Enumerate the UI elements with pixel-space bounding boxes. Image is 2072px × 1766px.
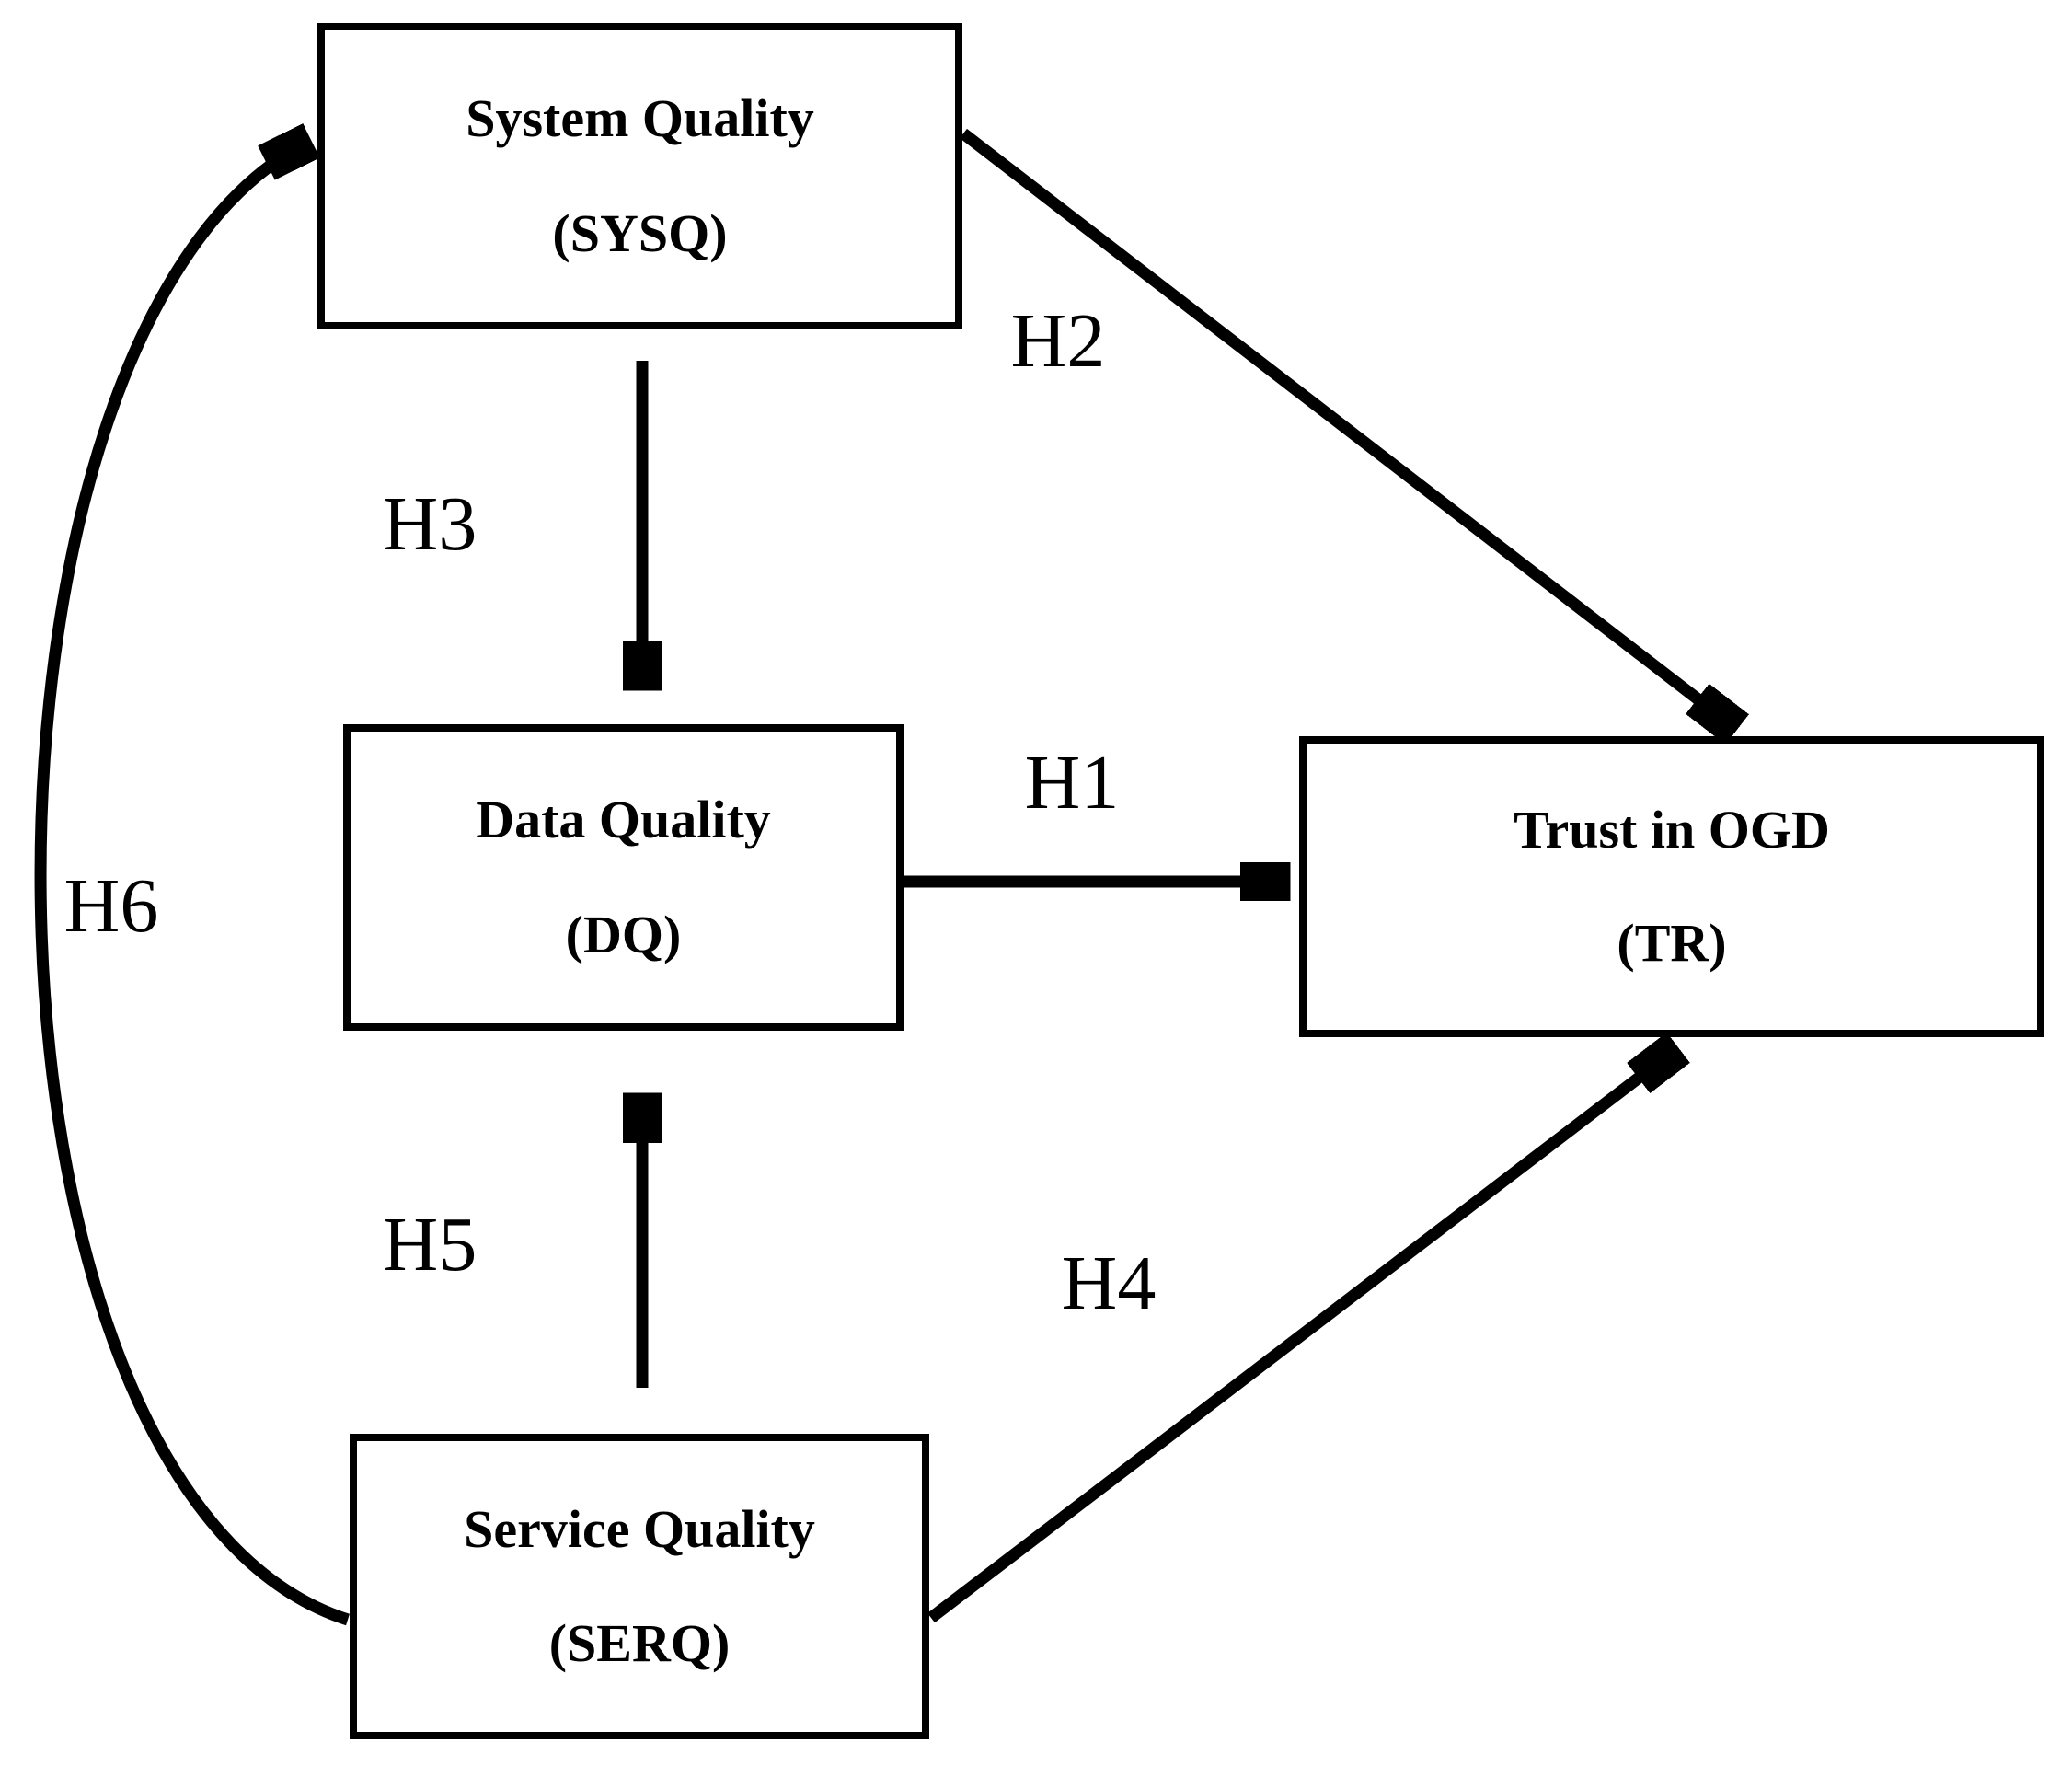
node-trust-in-ogd: Trust in OGD (TR) — [1299, 736, 2044, 1037]
edge-label-h3: H3 — [382, 481, 478, 567]
node-trust-in-ogd-title: Trust in OGD — [1514, 800, 1830, 860]
edge-label-h5: H5 — [382, 1202, 478, 1287]
edge-label-h2: H2 — [1010, 298, 1106, 384]
edge-label-h6: H6 — [63, 863, 159, 949]
node-service-quality-abbrev: (SERQ) — [548, 1613, 731, 1674]
node-service-quality-title: Service Quality — [464, 1498, 815, 1559]
edge-h2-arrow — [960, 128, 1735, 728]
edge-h6-arrow — [34, 142, 350, 1626]
node-data-quality-title: Data Quality — [476, 790, 771, 849]
node-data-quality: Data Quality (DQ) — [343, 724, 904, 1031]
node-service-quality: Service Quality (SERQ) — [350, 1434, 929, 1739]
node-system-quality: System Quality (SYSQ) — [317, 23, 962, 329]
node-trust-in-ogd-abbrev: (TR) — [1617, 913, 1727, 973]
node-system-quality-title: System Quality — [466, 88, 814, 148]
edge-h4-arrow — [927, 1049, 1676, 1623]
node-system-quality-abbrev: (SYSQ) — [552, 203, 728, 263]
edge-label-h4: H4 — [1061, 1241, 1157, 1326]
edge-label-h1: H1 — [1024, 740, 1120, 825]
node-data-quality-abbrev: (DQ) — [565, 905, 682, 964]
